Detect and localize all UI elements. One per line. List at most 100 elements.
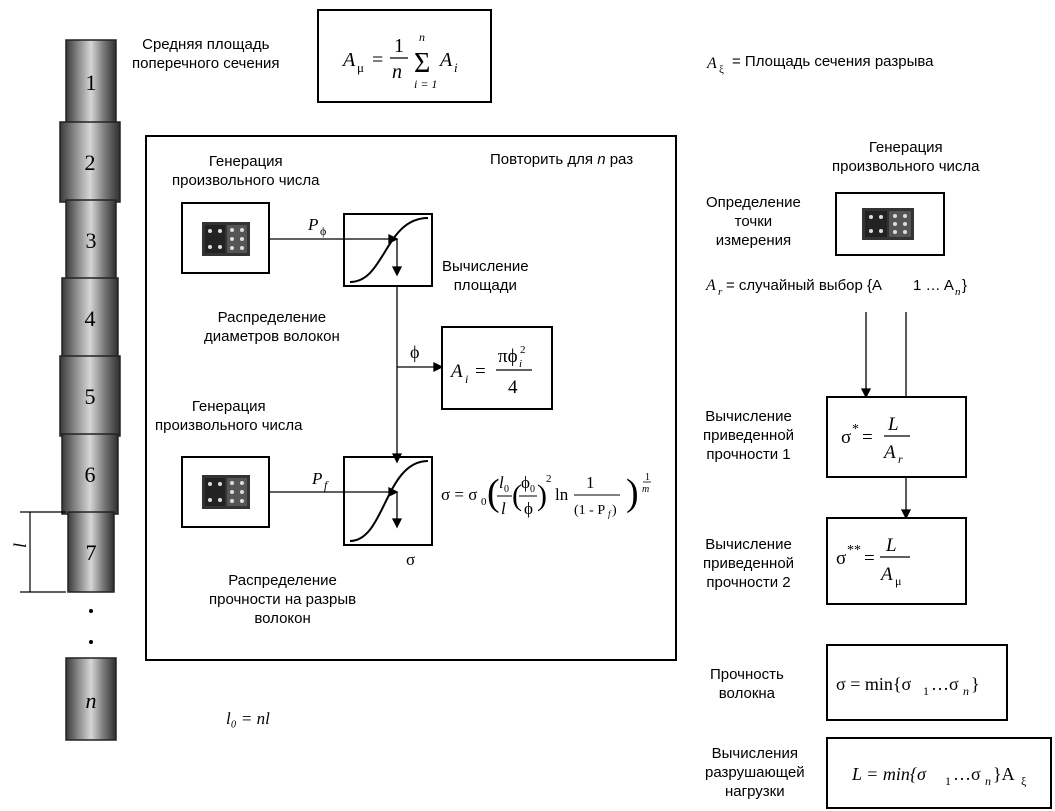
segment-number: 1 <box>86 70 97 95</box>
ellipsis-dot <box>89 609 93 613</box>
svg-text:f: f <box>608 509 612 519</box>
break-load-subn: n <box>985 774 991 788</box>
fiber-strength-label: Прочность волокна <box>710 666 784 702</box>
fiber-segment-6 <box>61 433 119 515</box>
svg-text:i: i <box>519 358 522 370</box>
norm-strength-1-formula: σ * = L A r <box>841 414 910 466</box>
strength-cdf-box <box>343 456 433 546</box>
avg-area-box <box>317 9 492 103</box>
repeat-label: Повторить для n раз <box>490 151 634 168</box>
svg-text:A: A <box>879 564 893 585</box>
fiber-strength-formula-subn: n <box>963 684 969 698</box>
svg-text:μ: μ <box>895 574 901 588</box>
p-phi-label: P <box>307 215 318 234</box>
svg-text:): ) <box>612 503 617 518</box>
fiber-strength-formula: σ = min{σ <box>836 674 911 694</box>
norm-strength-2-formula: σ ** = L A μ <box>836 535 910 588</box>
svg-text:**: ** <box>847 543 861 558</box>
random-choice-tail: 1 … A <box>913 277 954 294</box>
norm2-label: Вычисление приведенной прочности 2 <box>703 536 795 591</box>
svg-text:1: 1 <box>394 35 404 57</box>
svg-text:L: L <box>887 414 899 435</box>
svg-text:Σ: Σ <box>414 48 430 79</box>
random-choice-r: r <box>718 286 723 298</box>
fiber-strength-formula-sub1: 1 <box>923 684 929 698</box>
svg-text:=: = <box>862 427 873 448</box>
svg-text:l: l <box>501 499 506 518</box>
svg-text:ln: ln <box>555 485 569 504</box>
p-phi-sub: ϕ <box>320 224 326 238</box>
rng1-label: Генерация произвольного числа <box>172 153 320 189</box>
length-dimension <box>20 511 66 593</box>
dice-icon <box>835 192 945 256</box>
svg-text:4: 4 <box>508 377 518 398</box>
dice-icon <box>181 202 270 274</box>
svg-text:1: 1 <box>586 473 595 492</box>
random-choice-brace: } <box>962 277 967 294</box>
svg-text:L: L <box>885 535 897 556</box>
norm-strength-1-box <box>826 396 967 478</box>
phi-label: ϕ <box>410 342 419 362</box>
xi-symbol: A <box>706 55 717 72</box>
p-f-sub: f <box>324 478 329 492</box>
svg-text:πϕ: πϕ <box>498 346 518 367</box>
svg-text:i: i <box>465 372 468 386</box>
svg-text:l: l <box>499 473 504 492</box>
svg-text:(: ( <box>512 479 522 512</box>
svg-text:n: n <box>419 30 425 44</box>
svg-text:m: m <box>642 484 649 495</box>
avg-area-label: Средняя площадь поперечного сечения <box>132 36 280 72</box>
svg-text:i = 1: i = 1 <box>414 77 437 91</box>
rng3-label: Генерация произвольного числа <box>832 139 980 175</box>
break-load-end: }A <box>993 764 1015 784</box>
svg-text:μ: μ <box>357 60 364 75</box>
rng2-label: Генерация произвольного числа <box>155 398 303 434</box>
break-load-box <box>826 737 1052 809</box>
dice-icon <box>181 456 270 528</box>
fiber-strength-box <box>826 644 1008 721</box>
svg-text:ϕ: ϕ <box>521 473 530 492</box>
svg-text:=: = <box>475 361 486 382</box>
random-choice-end: n <box>955 286 961 298</box>
random-choice-A: A <box>705 277 716 294</box>
fiber-segment-2 <box>59 121 121 203</box>
length-symbol: l <box>10 543 30 548</box>
svg-text:A: A <box>341 49 356 71</box>
svg-text:σ = σ: σ = σ <box>441 485 477 504</box>
svg-text:ϕ: ϕ <box>524 499 533 518</box>
diameter-cdf-box <box>343 213 433 287</box>
svg-text:A: A <box>449 361 463 382</box>
sigma-label: σ <box>406 550 415 569</box>
fiber-segment-1 <box>65 39 117 125</box>
segment-number: 3 <box>86 228 97 253</box>
break-load-tail: …σ <box>953 764 981 784</box>
measure-label: Определение точки измерения <box>706 194 801 249</box>
svg-text:0: 0 <box>504 484 509 495</box>
break-load-sub1: 1 <box>945 774 951 788</box>
svg-text:A: A <box>438 49 453 71</box>
weibull-strength-formula: σ = σ 0 ( l 0 l ( ϕ 0 ϕ ) 2 ln 1 (1 - P … <box>441 472 651 519</box>
calc-area-label: Вычисление площади <box>442 258 529 294</box>
svg-text:=: = <box>372 49 383 71</box>
area-formula: A i = πϕ 2 i 4 <box>449 344 532 398</box>
repeat-loop-box <box>145 135 677 661</box>
segment-number: 4 <box>85 306 96 331</box>
svg-text:(: ( <box>487 472 500 514</box>
fiber-segment-4 <box>61 277 119 359</box>
svg-text:0: 0 <box>530 484 535 495</box>
svg-text:): ) <box>626 472 639 514</box>
fiber-strength-formula-end: } <box>971 674 980 694</box>
svg-text:=: = <box>864 548 875 569</box>
svg-text:A: A <box>882 442 896 463</box>
segment-number: 2 <box>85 150 96 175</box>
ellipsis-dot <box>89 640 93 644</box>
break-load-xi: ξ <box>1021 774 1027 788</box>
total-length-formula: l₀ = nl <box>226 709 270 728</box>
segment-number: n <box>86 688 97 713</box>
segment-number: 6 <box>85 462 96 487</box>
svg-text:i: i <box>454 60 458 75</box>
svg-text:σ: σ <box>836 548 846 569</box>
avg-area-formula: A μ = 1 n Σ n i = 1 A i <box>341 30 458 91</box>
diam-dist-label: Распределение диаметров волокон <box>204 309 340 345</box>
